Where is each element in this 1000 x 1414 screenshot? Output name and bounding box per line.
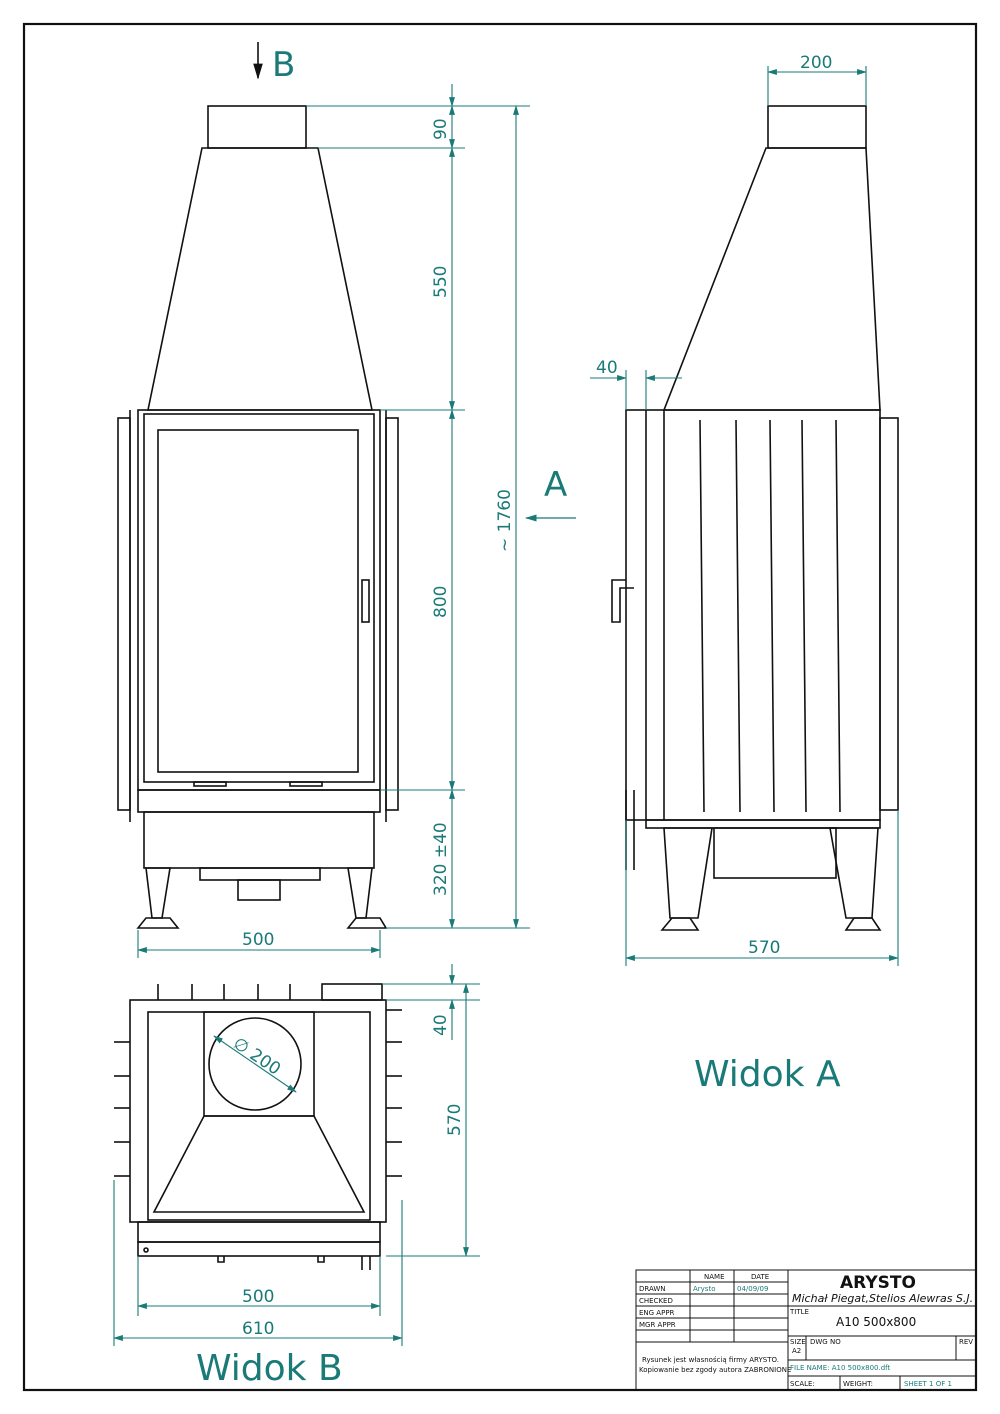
side-hood <box>662 147 881 411</box>
tb-col-name: NAME <box>704 1273 725 1281</box>
front-right-panel <box>385 417 399 811</box>
dim-door-height: 800 <box>431 586 451 618</box>
dim-top-depth: 570 <box>445 1104 465 1136</box>
tb-title-label: TITLE <box>789 1308 809 1316</box>
dim-front-width: 500 <box>242 930 274 950</box>
tb-row-eng: ENG APPR <box>639 1309 675 1317</box>
front-right-foot <box>346 917 388 929</box>
tb-drawn-date: 04/09/09 <box>737 1285 768 1293</box>
door-handle <box>361 579 370 623</box>
tb-row-checked: CHECKED <box>639 1297 673 1305</box>
tb-row-drawn: DRAWN <box>639 1285 666 1293</box>
side-back-foot <box>844 917 882 931</box>
title-block: NAME DATE DRAWN CHECKED ENG APPR MGR APP… <box>635 1269 977 1391</box>
side-back-panel <box>879 417 899 811</box>
dim-side-flue-width: 200 <box>800 53 832 73</box>
tb-company-sub: Michał Piegat,Stelios Alewras S.J. <box>792 1292 973 1305</box>
front-left-leg <box>145 867 171 919</box>
sheet-border <box>22 22 978 1392</box>
section-a-label: A <box>544 465 567 505</box>
tb-rev-label: REV <box>959 1338 973 1346</box>
front-air-inlet <box>237 879 281 901</box>
tb-title-value: A10 500x800 <box>836 1315 916 1329</box>
tb-company: ARYSTO <box>840 1273 916 1293</box>
tb-sheet-label: SHEET 1 OF 1 <box>904 1380 952 1388</box>
view-b-label: Widok B <box>196 1348 343 1389</box>
dim-top-outer-width: 610 <box>242 1319 274 1339</box>
dim-flue-diameter: ∅ 200 <box>229 1034 284 1080</box>
dim-top-offset: 40 <box>431 1014 451 1036</box>
tb-scale-label: SCALE: <box>790 1380 815 1388</box>
tb-weight-label: WEIGHT: <box>843 1380 873 1388</box>
dim-hood-height: 550 <box>431 266 451 298</box>
side-front-leg <box>663 827 713 919</box>
side-front-foot <box>660 917 700 931</box>
side-back-leg <box>829 827 879 919</box>
tb-drawn-name: Arysto <box>693 1285 715 1293</box>
view-a-label: Widok A <box>694 1054 841 1095</box>
front-base-top <box>137 789 381 813</box>
dim-flue-height: 90 <box>431 118 451 140</box>
section-b-label: B <box>272 45 295 85</box>
front-view: B <box>117 42 576 958</box>
top-flue-circle <box>208 1017 302 1111</box>
side-handle <box>611 579 634 623</box>
top-front-strip <box>137 1241 381 1257</box>
front-right-leg <box>347 867 373 919</box>
front-hood <box>147 147 373 411</box>
top-hood-trapezoid <box>152 1115 366 1213</box>
tb-size-label: SIZE <box>790 1338 806 1346</box>
tb-row-mgr: MGR APPR <box>639 1321 676 1329</box>
front-left-panel <box>117 417 131 811</box>
top-front-bar <box>137 1221 381 1243</box>
dim-side-depth: 570 <box>748 938 780 958</box>
side-flue <box>767 105 867 149</box>
dim-base-height: 320 ±40 <box>431 822 451 896</box>
dim-side-offset: 40 <box>596 358 618 378</box>
tb-col-date: DATE <box>751 1273 769 1281</box>
tb-note-2: Kopiowanie bez zgody autora ZABRONIONE <box>639 1366 791 1374</box>
dim-top-inner-width: 500 <box>242 1287 274 1307</box>
top-view: ∅ 200 40 570 500 610 <box>113 964 480 1346</box>
front-ash-box <box>199 867 321 881</box>
side-ash-box <box>713 827 837 879</box>
dim-total-height: ~ 1760 <box>495 489 515 552</box>
front-base <box>143 811 375 869</box>
tb-note-1: Rysunek jest własnością firmy ARYSTO. <box>642 1356 779 1364</box>
tb-dwg-label: DWG NO <box>810 1338 841 1346</box>
side-view: 200 40 570 <box>590 53 899 966</box>
tb-file-name: FILE NAME: A10 500x800.dft <box>790 1364 891 1372</box>
front-door-frame <box>137 409 381 791</box>
front-flue <box>207 105 307 149</box>
tb-size-value: A2 <box>792 1347 801 1355</box>
front-door-outer <box>143 413 375 783</box>
top-outer-frame <box>129 999 387 1223</box>
side-base <box>645 819 881 829</box>
front-door-glass <box>157 429 359 773</box>
front-left-foot <box>136 917 180 929</box>
